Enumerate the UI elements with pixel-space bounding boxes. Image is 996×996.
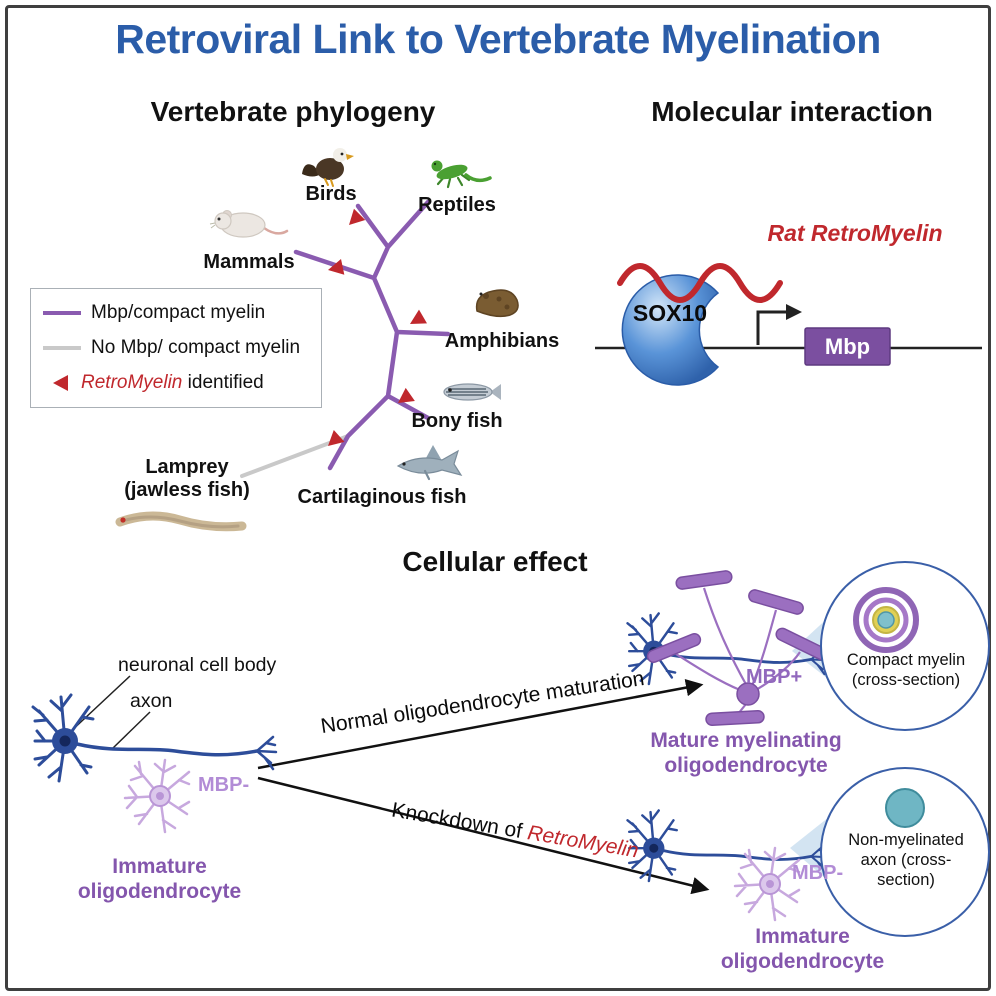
phylogeny-heading: Vertebrate phylogeny (150, 96, 436, 127)
sox10-label: SOX10 (632, 300, 708, 326)
taxon-label-cartilaginous-fish: Cartilaginous fish (297, 486, 467, 508)
nonmyelinated-inset-label: Non-myelinated axon (cross-section) (848, 831, 964, 890)
nonmyelinated-axon-inset (820, 767, 990, 937)
transcription-arrow (756, 310, 788, 345)
figure-title: Retroviral Link to Vertebrate Myelinatio… (115, 16, 881, 62)
reptile-illustration (431, 160, 492, 189)
legend-row-mbp: Mbp/compact myelin (43, 302, 309, 324)
legend-row-retromyelin: RetroMyelin identified (43, 372, 309, 394)
mature-oligodendrocyte (646, 570, 829, 726)
mbp-minus-right-label: MBP- (792, 862, 844, 884)
neuronal-cell-body-label: neuronal cell body (118, 654, 277, 676)
sox10-protein-blob (621, 274, 720, 386)
cartilaginous-fish-illustration (396, 445, 463, 481)
legend-row-no-mbp: No Mbp/ compact myelin (43, 337, 309, 359)
mature-oligodendrocyte-label: Mature myelinating oligodendrocyte (650, 729, 842, 778)
taxon-label-mammals: Mammals (203, 251, 295, 273)
taxon-label-amphibians: Amphibians (444, 330, 560, 352)
retromyelin-rna-wave (617, 263, 783, 303)
mbp-gene-box (804, 327, 891, 366)
taxon-label-reptiles: Reptiles (418, 194, 496, 216)
phylogeny-tree-svg (115, 148, 519, 532)
bony-fish-illustration (443, 383, 501, 401)
knockdown-arrow (257, 776, 710, 895)
immature-oligodendrocyte-left (123, 758, 191, 834)
mbp-plus-label: MBP+ (746, 666, 803, 688)
amphibian-illustration (475, 289, 519, 318)
phylogeny-legend: Mbp/compact myelin No Mbp/ compact myeli… (30, 288, 322, 408)
lamprey-line2: (jawless fish) (124, 479, 250, 501)
cellular-heading: Cellular effect (402, 546, 588, 577)
taxon-label-bony-fish: Bony fish (411, 410, 503, 432)
red-arrowhead-icon (53, 375, 68, 391)
immature-oligodendrocyte-left-label: Immature oligodendrocyte (77, 855, 242, 904)
molecular-heading: Molecular interaction (651, 96, 933, 127)
lamprey-illustration (115, 511, 247, 532)
rna-label: Rat RetroMyelin (767, 220, 943, 246)
cellular-effect-svg (31, 561, 990, 937)
mammal-illustration (209, 210, 289, 238)
legend-retromyelin-label: RetroMyelin identified (81, 372, 264, 394)
molecular-interaction-svg (595, 263, 982, 386)
immature-oligodendrocyte-right-label: Immature oligodendrocyte (720, 925, 885, 974)
compact-myelin-inset (820, 561, 990, 731)
lamprey-line1: Lamprey (145, 456, 229, 478)
retromyelin-arrowheads (328, 208, 427, 446)
compact-myelin-inset-label: Compact myelin (cross-section) (846, 651, 966, 690)
mbp-minus-left-label: MBP- (198, 774, 250, 796)
bird-illustration (302, 148, 354, 187)
purple-line-swatch (43, 311, 81, 315)
taxon-label-lamprey: Lamprey (jawless fish) (107, 456, 267, 502)
identified-word: identified (182, 372, 264, 393)
gray-line-swatch (43, 346, 81, 350)
legend-no-mbp-label: No Mbp/ compact myelin (91, 337, 301, 358)
taxon-label-birds: Birds (305, 183, 357, 205)
normal-maturation-arrow (257, 678, 704, 770)
retromyelin-word: RetroMyelin (81, 372, 183, 393)
mbp-gene-label: Mbp (824, 334, 871, 359)
legend-mbp-label: Mbp/compact myelin (91, 302, 266, 323)
figure-border (5, 5, 991, 991)
transcription-arrowhead (786, 304, 802, 320)
axon-label: axon (130, 690, 173, 712)
